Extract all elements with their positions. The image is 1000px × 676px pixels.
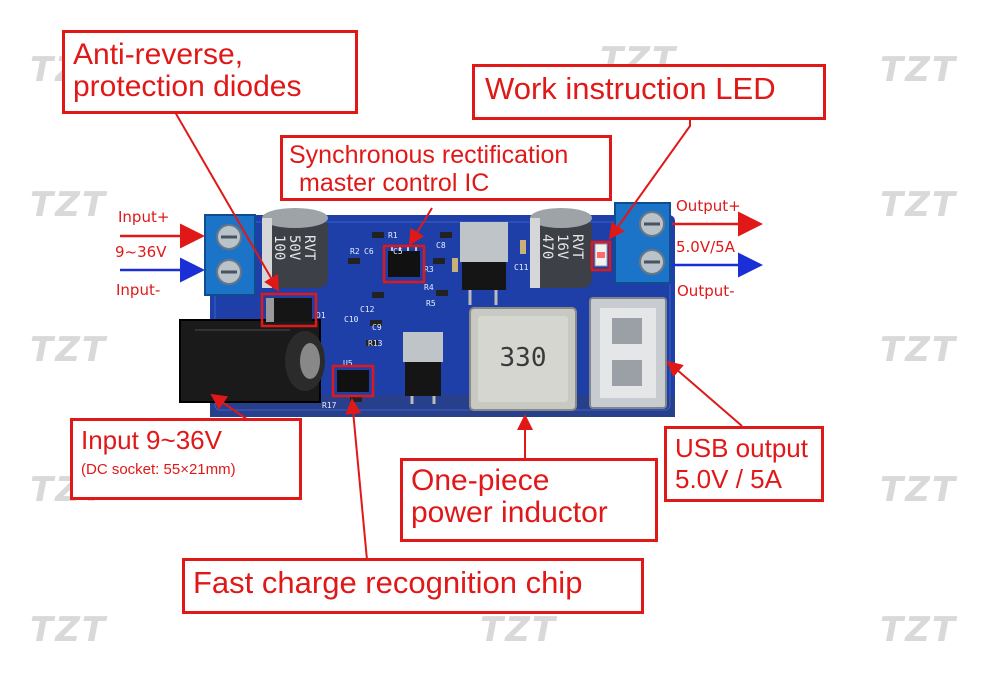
callout-text: power inductor [411, 495, 608, 529]
callout-input-dc: Input 9~36V (DC socket: 55×21mm) [70, 418, 302, 500]
watermark: TZT [30, 610, 108, 650]
callout-anti-reverse: Anti-reverse, protection diodes [62, 30, 358, 114]
silk-label: R2 [350, 247, 360, 256]
callout-work-led: Work instruction LED [472, 64, 826, 120]
callout-inductor: One-piece power inductor [400, 458, 658, 542]
callout-text: Anti-reverse, [73, 38, 244, 71]
input-voltage-label: 9~36V [115, 243, 167, 261]
silk-label: C12 [360, 305, 375, 314]
watermark: TZT [880, 610, 958, 650]
output-terminal [614, 202, 671, 284]
silk-label: C11 [514, 263, 529, 272]
callout-text: USB output [675, 433, 808, 463]
callout-text: One-piece [411, 464, 550, 497]
callout-text: (DC socket: 55×21mm) [81, 461, 236, 479]
silk-label: R1 [388, 231, 398, 240]
capacitor-left-text: 50V [286, 235, 302, 261]
callout-text: Fast charge recognition chip [193, 565, 583, 600]
silk-label: R3 [424, 265, 434, 274]
silk-label: R5 [426, 299, 436, 308]
silk-label: C6 [364, 247, 374, 256]
watermark: TZT [30, 330, 108, 370]
callout-text: protection diodes [73, 69, 302, 103]
highlight-boxes [260, 240, 612, 398]
watermark: TZT [880, 185, 958, 225]
callout-text: Input 9~36V [81, 425, 222, 455]
sync-ic [388, 246, 420, 277]
silk-label: C9 [372, 323, 382, 332]
capacitor-left-text: RVT [301, 235, 317, 261]
capacitor-right-text: RVT [569, 234, 585, 260]
input-terminal [204, 214, 256, 296]
fast-charge-chip [337, 370, 369, 392]
diode-d1 [266, 298, 312, 322]
input-minus-label: Input- [116, 281, 161, 299]
capacitor-right-text: 470 [539, 234, 555, 259]
silk-label: R13 [368, 339, 383, 348]
callout-text: Synchronous rectification [289, 141, 569, 169]
callout-usb-output: USB output 5.0V / 5A [664, 426, 824, 502]
work-led [594, 243, 608, 267]
capacitor-left: 100 50V RVT [262, 208, 328, 288]
mosfet-top [460, 222, 508, 305]
callout-fast-charge: Fast charge recognition chip [182, 558, 644, 614]
leader-lines [174, 111, 743, 561]
callout-text: 5.0V / 5A [675, 464, 782, 495]
dc-socket [179, 319, 325, 403]
callout-text: master control IC [299, 169, 490, 197]
watermark: TZT [880, 470, 958, 510]
watermark: TZT [880, 330, 958, 370]
output-plus-label: Output+ [676, 197, 741, 215]
capacitor-left-text: 100 [271, 235, 287, 260]
silk-label: R17 [322, 401, 337, 410]
callout-text: Work instruction LED [485, 71, 776, 106]
terminal-arrows [120, 211, 763, 283]
silk-label: C10 [344, 315, 359, 324]
silkscreen: R1 C5 C8 R2 C6 R3 C11 R4 R5 C9 C12 C10 R… [316, 231, 529, 410]
mosfet-bottom [403, 332, 443, 404]
capacitor-right: 470 16V RVT [530, 208, 592, 288]
capacitor-right-text: 16V [554, 234, 570, 260]
silk-label: U5 [343, 359, 353, 368]
callout-sync-ic: Synchronous rectification master control… [280, 135, 612, 201]
output-rating-label: 5.0V/5A [676, 238, 735, 256]
silk-label: R4 [424, 283, 434, 292]
inductor-code: 330 [500, 343, 547, 373]
watermark: TZT [30, 185, 108, 225]
silk-label: C5 [393, 247, 403, 256]
silk-label: D1 [316, 311, 326, 320]
watermark: TZT [480, 610, 558, 650]
watermark: TZT [880, 50, 958, 90]
power-inductor: 330 [469, 307, 577, 411]
output-minus-label: Output- [677, 282, 735, 300]
input-plus-label: Input+ [118, 208, 170, 226]
silk-label: C8 [436, 241, 446, 250]
usb-port [589, 297, 667, 409]
